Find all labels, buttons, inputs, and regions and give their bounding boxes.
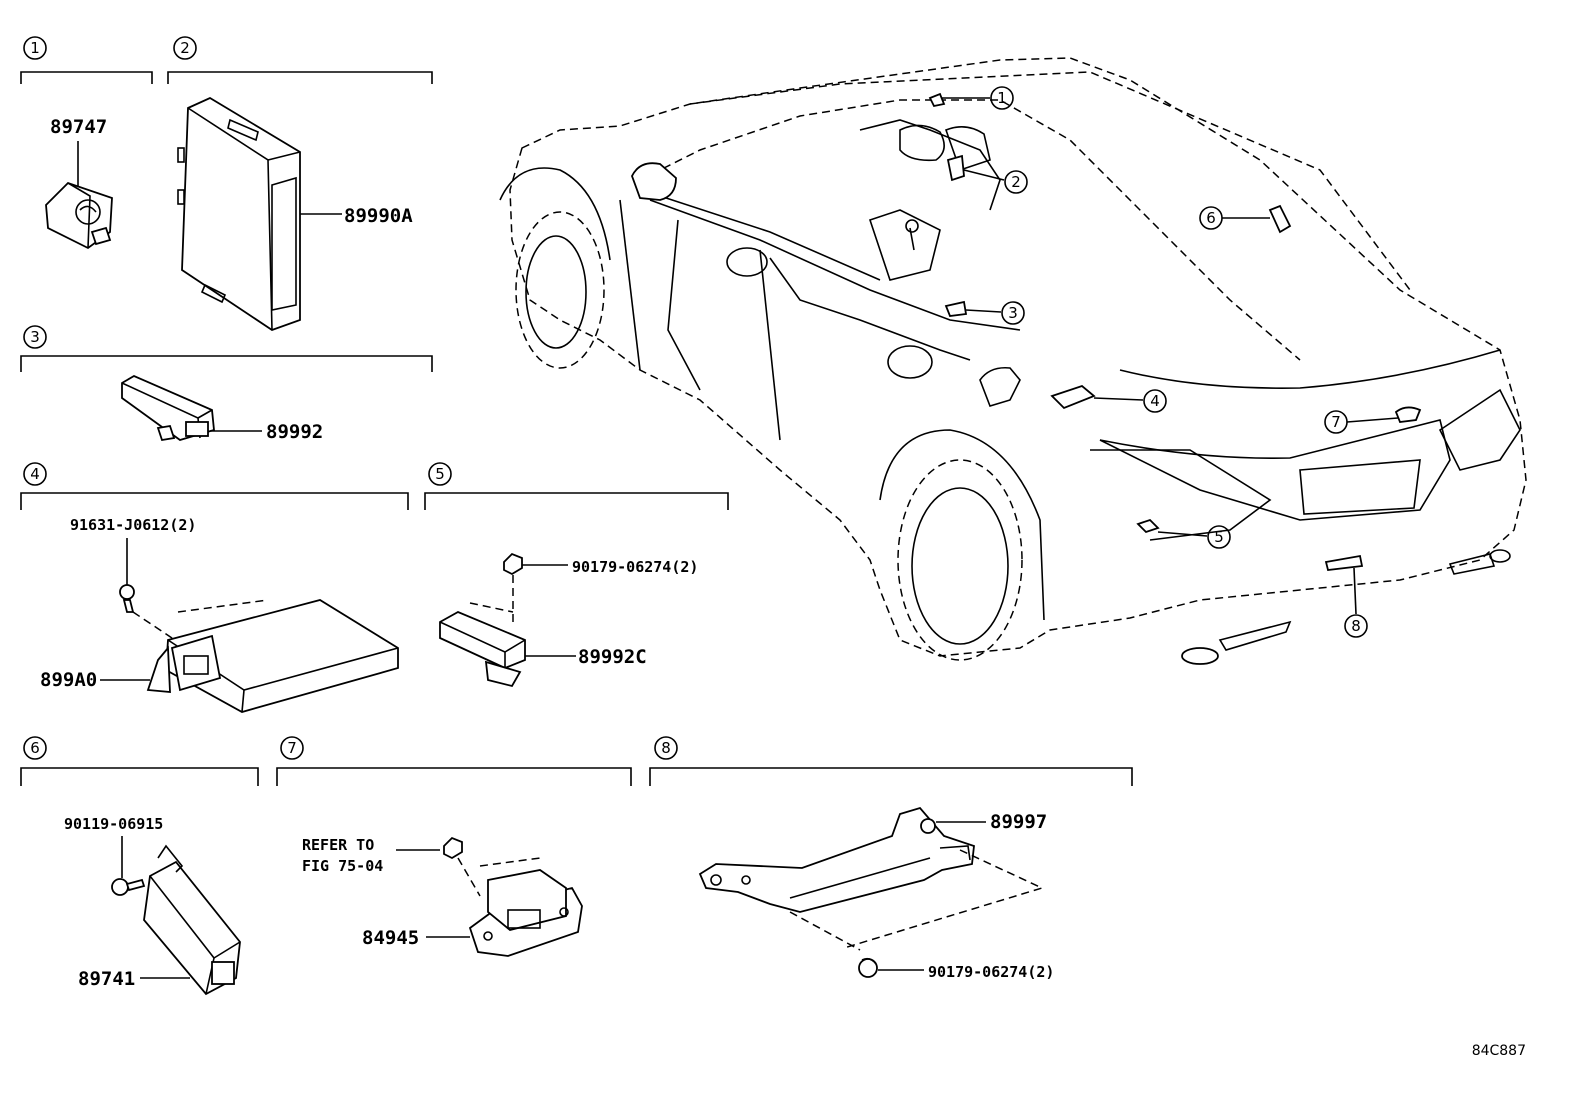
- section-3: 3 89992: [20, 325, 433, 443]
- part-label-90179-06274-sec5: 90179-06274(2): [572, 558, 698, 576]
- section-7: 7 REFER TO FIG 75-04 84945: [276, 736, 632, 957]
- section-8: 8 89997 90179-06274(2): [649, 736, 1133, 981]
- bolt-icon: [111, 878, 146, 896]
- car-callout-6: 6: [1199, 206, 1270, 230]
- figure-code: 84C887: [1472, 1043, 1526, 1059]
- refer-to-text: REFER TO: [302, 836, 374, 854]
- license-plate-area: [1299, 459, 1421, 515]
- part-label-89992C: 89992C: [578, 646, 647, 668]
- part-label-84945: 84945: [362, 927, 419, 949]
- part-label-899A0: 899A0: [40, 669, 97, 691]
- antenna-part-icon: [121, 374, 215, 442]
- part-label-91631-J0612: 91631-J0612(2): [70, 516, 196, 534]
- section-number: 5: [435, 465, 445, 483]
- section-number: 6: [30, 739, 40, 757]
- car-callout-4: 4: [1093, 389, 1167, 413]
- part-label-89997: 89997: [990, 811, 1047, 833]
- exhaust-left: [1181, 647, 1219, 665]
- car-callout-8: 8: [1344, 567, 1368, 638]
- svg-text:2: 2: [1011, 173, 1021, 191]
- section-bracket: [20, 71, 153, 84]
- part-label-89747: 89747: [50, 116, 107, 138]
- car-body-outline: [509, 57, 1527, 657]
- svg-text:6: 6: [1206, 209, 1216, 227]
- part-label-90179-06274-sec8: 90179-06274(2): [928, 963, 1054, 981]
- svg-text:4: 4: [1150, 392, 1160, 410]
- nut-icon: [443, 836, 463, 860]
- svg-text:3: 3: [1008, 304, 1018, 322]
- car-callout-7: 7: [1324, 410, 1399, 434]
- nut-icon: [858, 957, 878, 978]
- section-6: 6 90119-06915 89741: [20, 736, 259, 996]
- car-callout-1: 1: [942, 86, 1014, 110]
- control-unit-box-icon: [146, 599, 399, 713]
- side-mirror: [631, 162, 677, 201]
- section-number: 4: [30, 465, 40, 483]
- section-number: 3: [30, 328, 40, 346]
- svg-text:7: 7: [1331, 413, 1341, 431]
- section-number-circle: [23, 36, 47, 60]
- car-callout-5: 5: [1157, 525, 1231, 549]
- section-number: 7: [287, 739, 297, 757]
- sensor-module-icon: [143, 844, 241, 996]
- antenna-bracket-icon: [698, 806, 975, 913]
- antenna-module-icon: [439, 611, 526, 688]
- section-number: 8: [661, 739, 671, 757]
- part-label-90119-06915: 90119-06915: [64, 815, 163, 833]
- part-label-89990A: 89990A: [344, 205, 413, 227]
- part-label-89741: 89741: [78, 968, 135, 990]
- car-callout-3: 3: [965, 301, 1025, 325]
- nut-icon: [503, 552, 523, 576]
- svg-text:8: 8: [1351, 617, 1361, 635]
- svg-text:5: 5: [1214, 528, 1224, 546]
- part-label-89992: 89992: [266, 421, 323, 443]
- rear-wheel: [897, 459, 1023, 661]
- fig-ref-text: FIG 75-04: [302, 857, 383, 875]
- section-5: 5 90179-06274(2) 89992C: [424, 462, 729, 688]
- section-number: 1: [30, 39, 40, 57]
- car-illustration: [499, 57, 1527, 665]
- svg-text:1: 1: [997, 89, 1007, 107]
- front-wheel: [515, 211, 605, 369]
- car-callout-2: 2: [963, 169, 1028, 194]
- bolt-icon: [119, 584, 135, 613]
- section-1: 1 89747: [20, 36, 153, 250]
- sensor-part-icon: [45, 181, 113, 250]
- camera-bracket-icon: [468, 869, 583, 957]
- section-4: 4 91631-J0612(2) 899A0: [20, 462, 409, 713]
- section-number: 2: [180, 39, 190, 57]
- ecu-module-icon: [177, 96, 301, 331]
- section-2: 2 89990A: [167, 36, 433, 331]
